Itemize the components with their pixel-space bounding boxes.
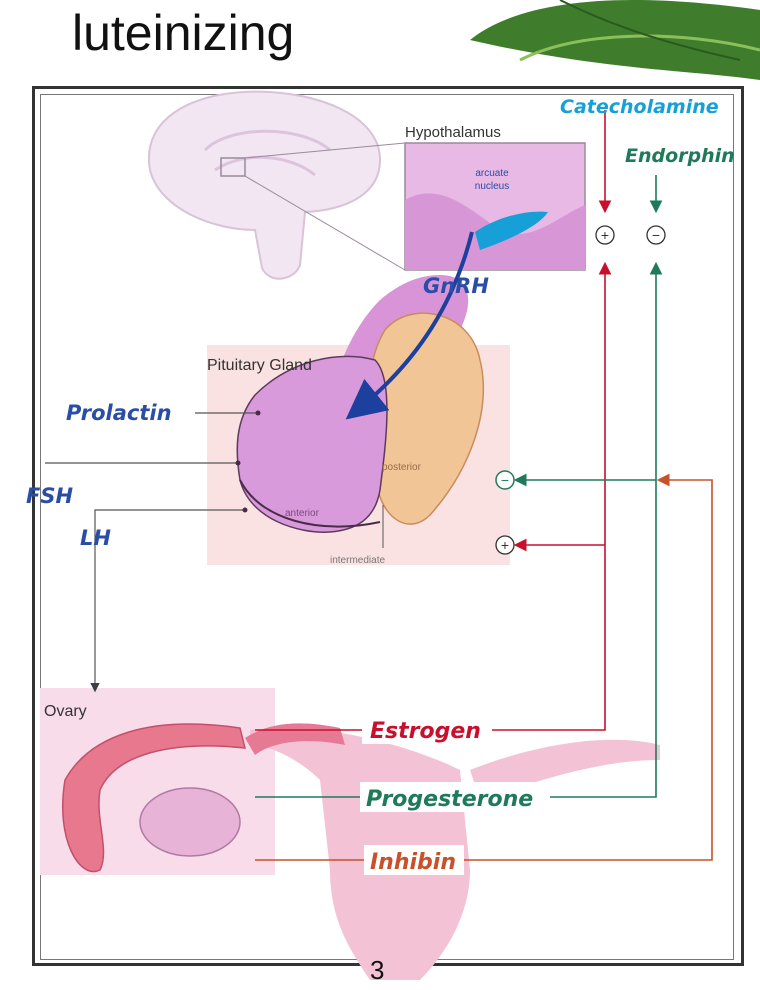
svg-text:+: + bbox=[501, 537, 509, 553]
page-number: 3 bbox=[370, 955, 384, 986]
pituitary-plus-sign: + bbox=[496, 536, 514, 554]
pituitary-gland-label: Pituitary Gland bbox=[207, 357, 312, 374]
arcuate-label-line1: arcuate bbox=[475, 168, 509, 179]
endorphin-label: Endorphin bbox=[625, 145, 735, 167]
svg-text:−: − bbox=[501, 472, 509, 488]
arcuate-label-line2: nucleus bbox=[475, 181, 509, 192]
fsh-label: FSH bbox=[26, 484, 73, 508]
svg-text:−: − bbox=[652, 227, 660, 243]
leaf-decoration bbox=[470, 0, 760, 80]
ovary-label: Ovary bbox=[44, 703, 87, 720]
catecholamine-label: Catecholamine bbox=[560, 96, 719, 118]
lh-label: LH bbox=[80, 526, 111, 550]
hypothalamus-minus-sign: − bbox=[647, 226, 665, 244]
estrogen-label: Estrogen bbox=[370, 719, 481, 744]
anterior-label: anterior bbox=[285, 508, 320, 519]
prolactin-label: Prolactin bbox=[66, 401, 172, 425]
progesterone-label: Progesterone bbox=[366, 787, 533, 812]
brain-illustration bbox=[149, 92, 405, 279]
hypothalamus-inset bbox=[405, 143, 585, 270]
inhibin-label: Inhibin bbox=[370, 850, 456, 875]
hypothalamus-label: Hypothalamus bbox=[405, 124, 501, 141]
gnrh-label: GnRH bbox=[423, 274, 489, 298]
hypothalamus-plus-sign: + bbox=[596, 226, 614, 244]
pituitary-minus-sign: − bbox=[496, 471, 514, 489]
posterior-label: posterior bbox=[382, 462, 422, 473]
intermediate-label: intermediate bbox=[330, 555, 385, 566]
svg-text:+: + bbox=[601, 227, 609, 243]
ovary-shape bbox=[140, 788, 240, 856]
